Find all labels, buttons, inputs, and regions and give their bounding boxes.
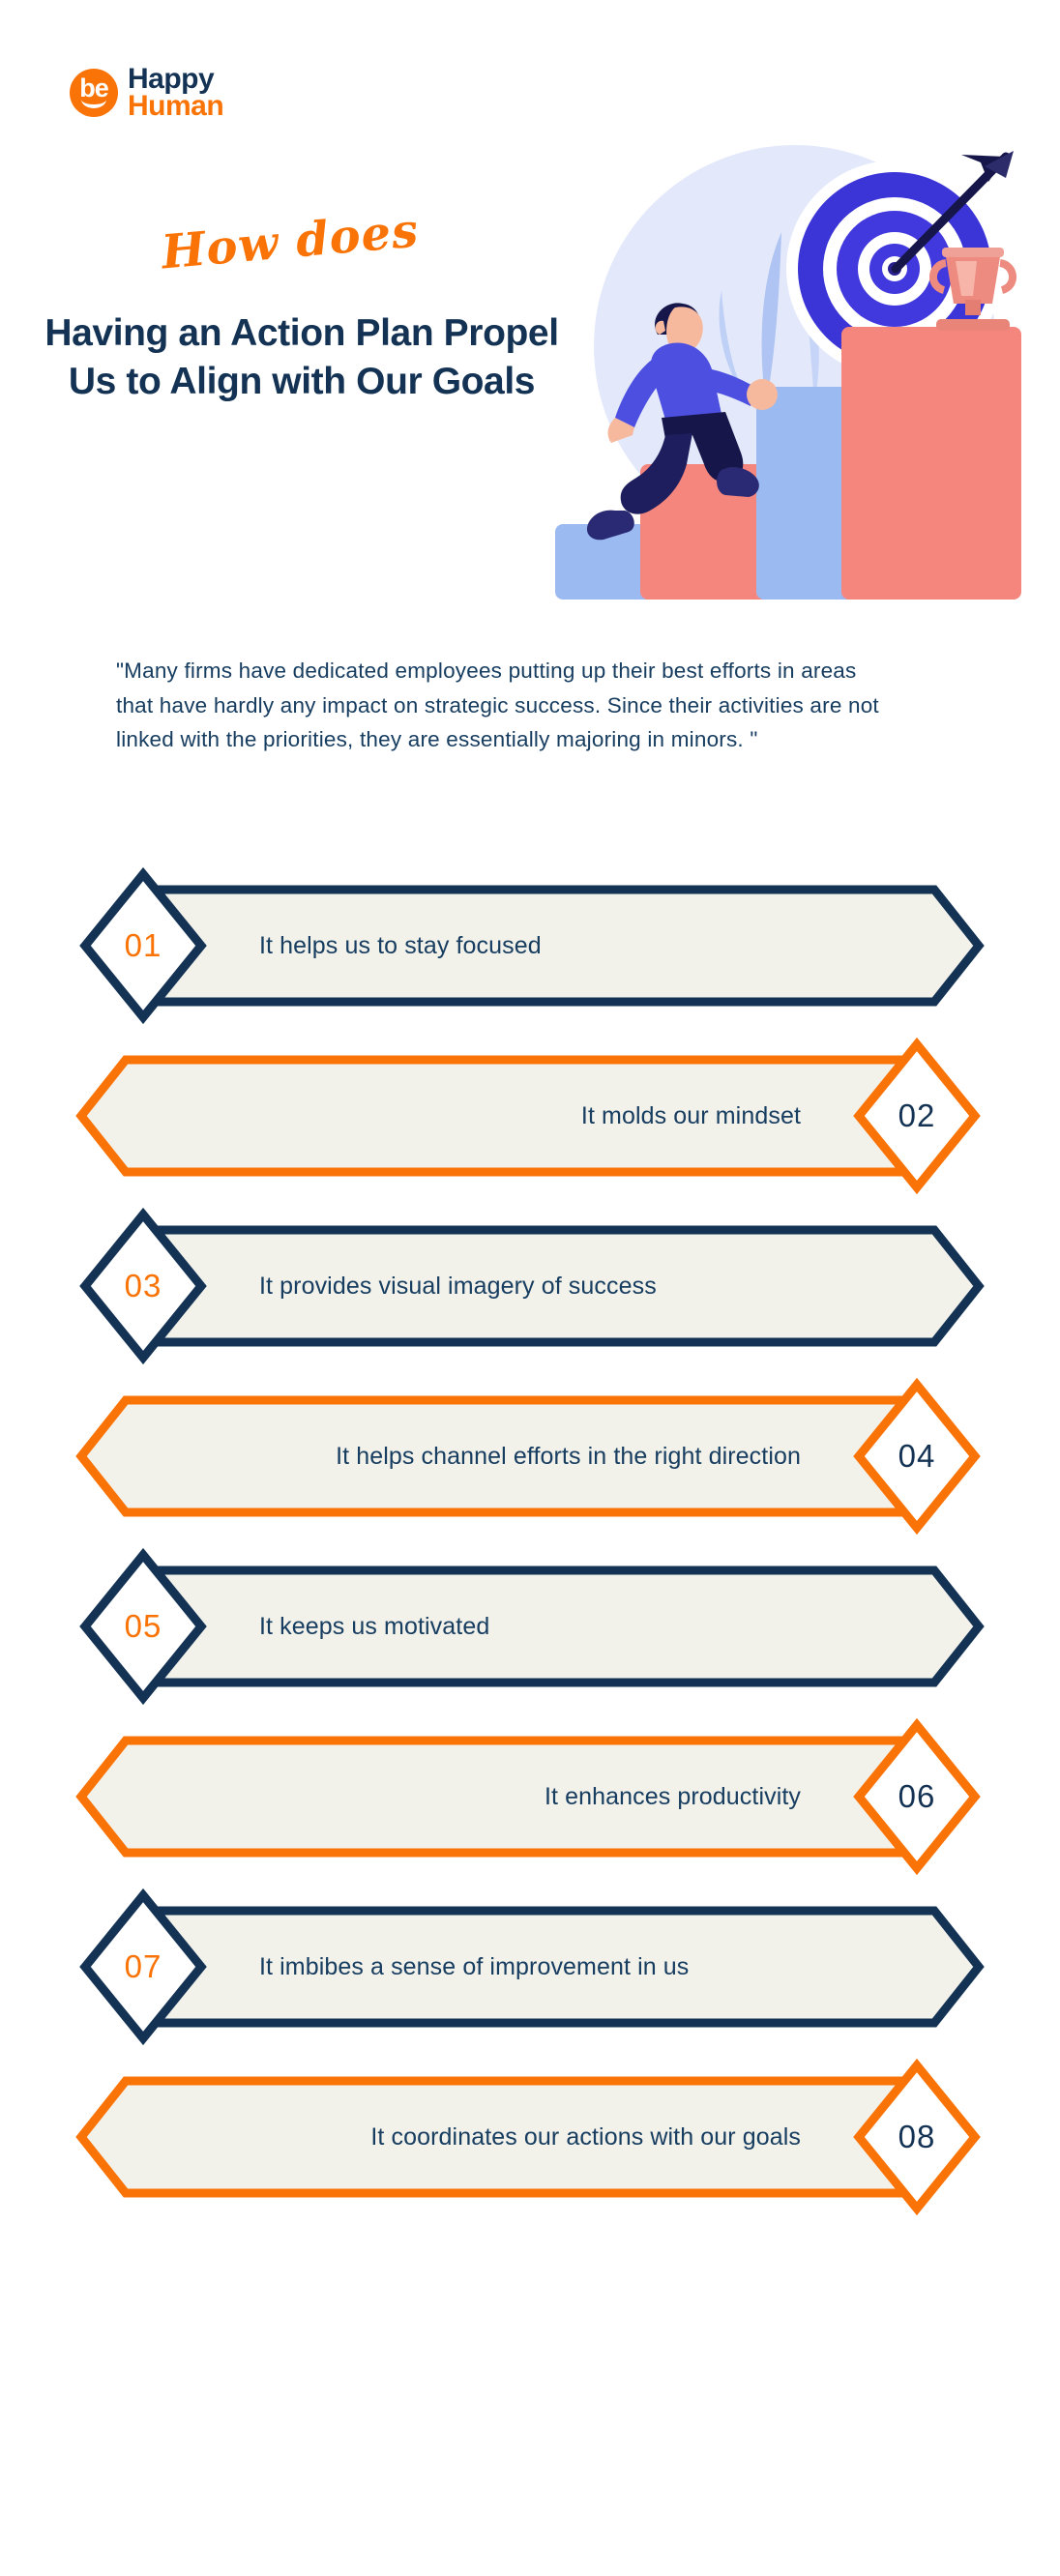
banner-label-06: It enhances productivity <box>544 1782 801 1810</box>
brand-line-happy: Happy <box>128 63 215 95</box>
banner-shape-05 <box>0 1541 1060 1712</box>
arrow-icon <box>891 151 1014 274</box>
banner-label-08: It coordinates our actions with our goal… <box>370 2122 801 2151</box>
be-circle-icon: be <box>70 68 118 117</box>
banner-number-03: 03 <box>124 1268 162 1303</box>
hero-illustration <box>551 145 1025 600</box>
page-title: Having an Action Plan Propel Us to Align… <box>44 312 559 402</box>
banner-number-02: 02 <box>898 1098 936 1133</box>
banner-label-04: It helps channel efforts in the right di… <box>336 1442 801 1470</box>
smile-icon <box>81 97 106 108</box>
banner-shape-01 <box>0 861 1060 1031</box>
banner-number-05: 05 <box>124 1608 162 1644</box>
banner-number-01: 01 <box>124 927 162 963</box>
banner-item-03[interactable]: 03 It provides visual imagery of success <box>0 1201 1060 1371</box>
banner-label-01: It helps us to stay focused <box>259 931 542 959</box>
brand-line-human: Human <box>128 89 224 122</box>
banner-number-07: 07 <box>124 1948 162 1984</box>
benefits-list: 01 It helps us to stay focused 02 It mol… <box>0 861 1060 2222</box>
quote-text: "Many firms have dedicated employees put… <box>116 659 879 752</box>
banner-number-06: 06 <box>898 1778 936 1814</box>
trophy-icon <box>929 248 1016 331</box>
running-person <box>586 303 778 541</box>
banner-item-06[interactable]: 06 It enhances productivity <box>0 1712 1060 1882</box>
banner-item-01[interactable]: 01 It helps us to stay focused <box>0 861 1060 1031</box>
script-title: How does <box>159 203 422 280</box>
banner-item-07[interactable]: 07 It imbibes a sense of improvement in … <box>0 1882 1060 2052</box>
banner-label-05: It keeps us motivated <box>259 1612 490 1640</box>
banner-shape-06 <box>0 1712 1060 1882</box>
banner-shape-07 <box>0 1882 1060 2052</box>
banner-label-03: It provides visual imagery of success <box>259 1272 657 1300</box>
banner-item-02[interactable]: 02 It molds our mindset <box>0 1031 1060 1201</box>
banner-number-04: 04 <box>898 1438 936 1474</box>
banner-shape-04 <box>0 1371 1060 1541</box>
be-mark-text: be <box>79 73 109 102</box>
banner-number-08: 08 <box>898 2119 936 2154</box>
banner-item-08[interactable]: 08 It coordinates our actions with our g… <box>0 2052 1060 2222</box>
banner-label-02: It molds our mindset <box>580 1101 801 1129</box>
climbing-to-goal-illustration <box>555 145 1021 600</box>
banner-shape-08 <box>0 2052 1060 2222</box>
banner-shape-03 <box>0 1201 1060 1371</box>
banner-shape-02 <box>0 1031 1060 1201</box>
brand-logo: be Happy Human <box>70 63 224 122</box>
banner-item-05[interactable]: 05 It keeps us motivated <box>0 1541 1060 1712</box>
banner-item-04[interactable]: 04 It helps channel efforts in the right… <box>0 1371 1060 1541</box>
banner-label-07: It imbibes a sense of improvement in us <box>259 1952 690 1980</box>
steps-bars <box>555 327 1021 600</box>
brand-wordmark: Happy Human <box>128 63 224 122</box>
